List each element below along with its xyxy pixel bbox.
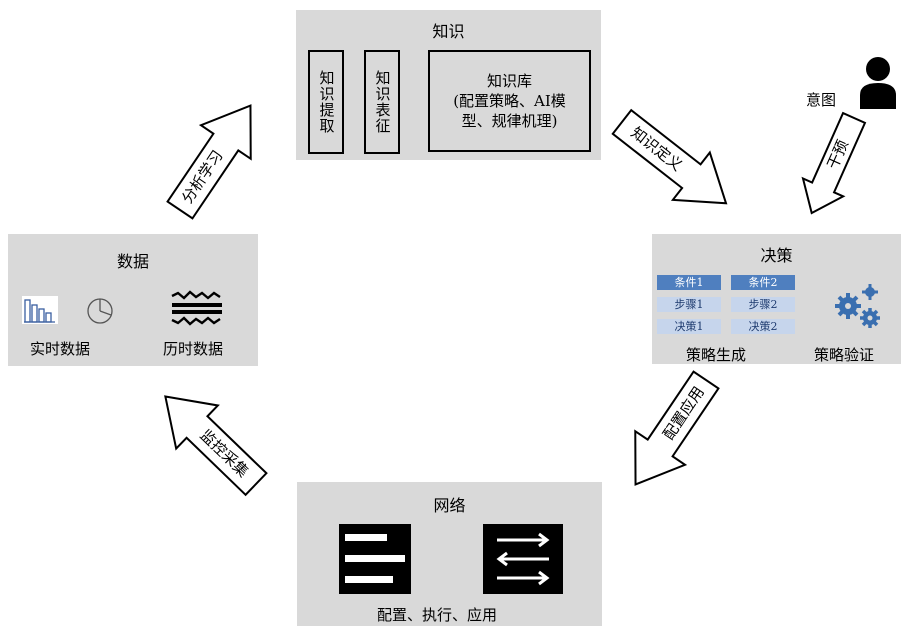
arrow-config-apply: 配置应用	[634, 370, 720, 486]
decision-title: 决策	[760, 246, 793, 265]
table-cell: 决策2	[731, 319, 795, 334]
person-icon	[860, 57, 896, 109]
knowledge-base-box: 知识库 (配置策略、AI模 型、规律机理)	[428, 50, 591, 152]
knowledge-base-line1: (配置策略、AI模	[453, 92, 566, 110]
network-title: 网络	[433, 496, 466, 515]
knowledge-represent-label: 知识表征	[373, 70, 392, 134]
knowledge-panel: 知识 知识提取 知识表征 知识库 (配置策略、AI模 型、规律机理)	[296, 10, 601, 160]
knowledge-represent-box: 知识表征	[364, 50, 400, 154]
table-cell: 条件2	[731, 275, 795, 290]
knowledge-title: 知识	[432, 22, 465, 41]
pie-chart-icon	[87, 298, 113, 324]
knowledge-extract-box: 知识提取	[308, 50, 344, 154]
arrow-knowledge-define: 知识定义	[611, 108, 728, 205]
knowledge-base-title: 知识库	[486, 72, 532, 90]
table-cell: 决策1	[657, 319, 721, 334]
arrow-monitor-collect: 监控采集	[164, 395, 268, 497]
knowledge-extract-label: 知识提取	[317, 70, 336, 134]
data-title: 数据	[116, 252, 149, 271]
intent-label: 意图	[806, 91, 837, 109]
table-cell: 步骤1	[657, 297, 721, 312]
table-cell: 条件1	[657, 275, 721, 290]
config-list-icon	[339, 524, 411, 594]
historical-data-label: 历时数据	[163, 340, 224, 358]
wave-data-icon	[171, 290, 222, 326]
data-panel: 数据 实时数据 历时数据	[8, 234, 258, 366]
network-panel: 网络 配置、执行、应用	[297, 482, 602, 626]
decision-panel: 决策 条件1 条件2 步骤1 步骤2 决策1 决策2	[652, 234, 901, 364]
gears-icon	[835, 284, 880, 328]
bar-chart-icon	[22, 296, 58, 324]
knowledge-base-line2: 型、规律机理)	[461, 112, 558, 130]
strategy-generate-label: 策略生成	[686, 346, 747, 364]
arrow-analyze-learn: 分析学习	[166, 104, 252, 220]
arrow-intervene: 干预	[801, 111, 867, 215]
switch-icon	[483, 524, 563, 594]
strategy-verify-label: 策略验证	[814, 346, 875, 364]
network-caption: 配置、执行、应用	[377, 606, 498, 624]
realtime-data-label: 实时数据	[30, 340, 91, 358]
table-cell: 步骤2	[731, 297, 795, 312]
